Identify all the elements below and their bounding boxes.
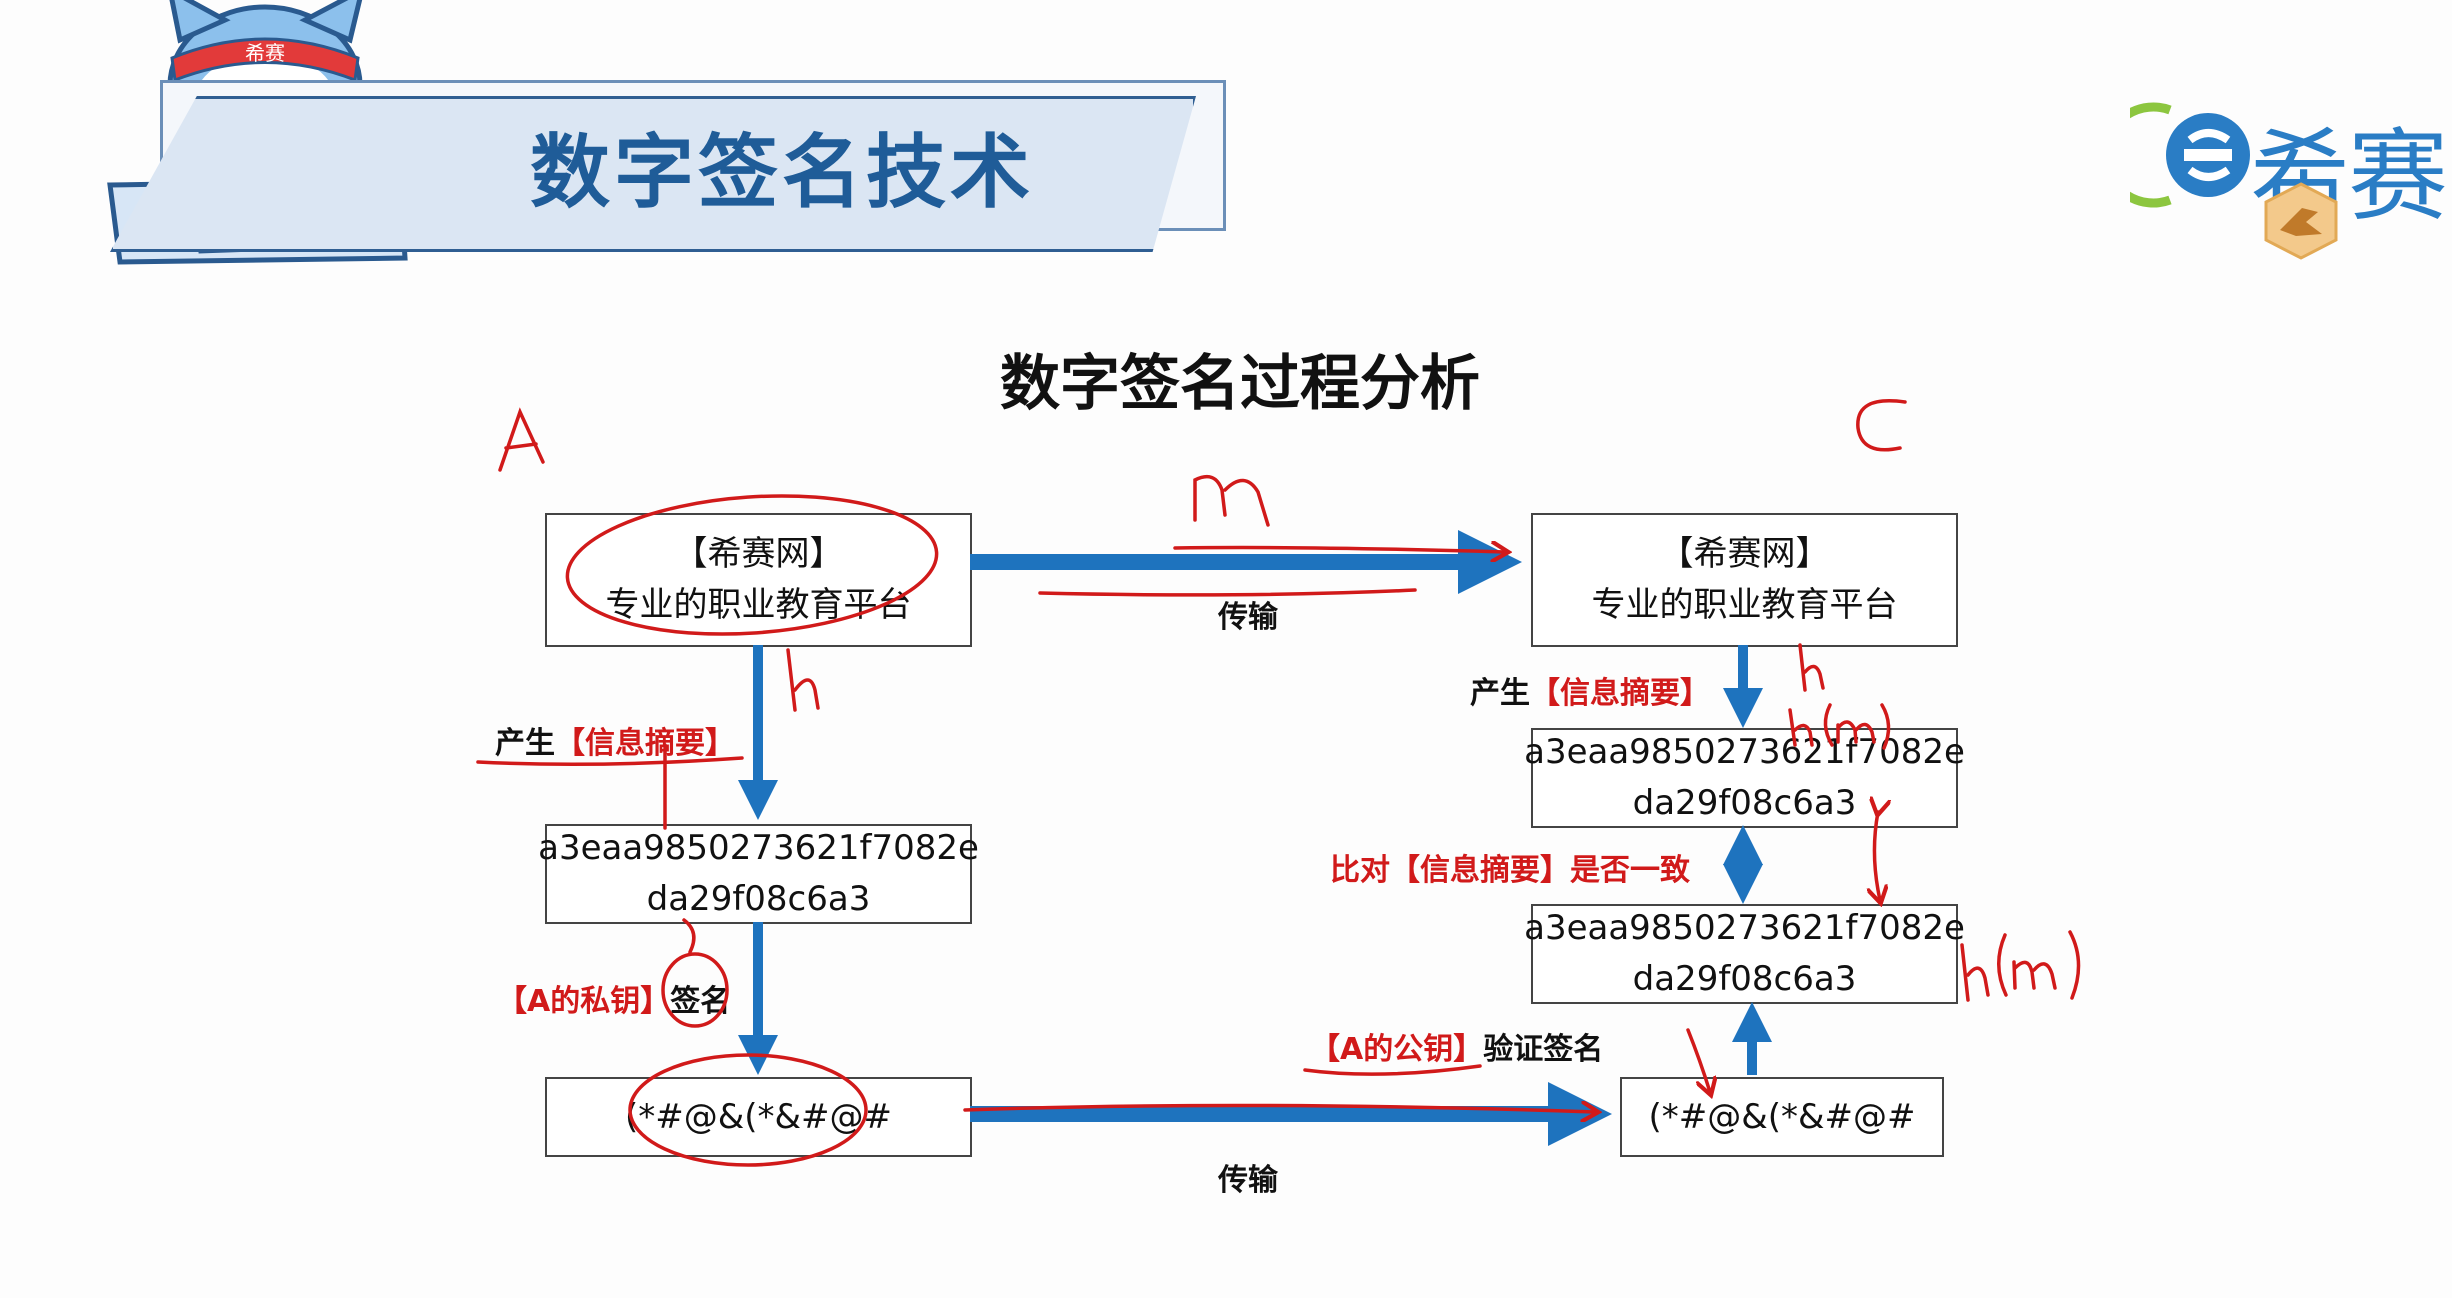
stroke-sign-link <box>682 918 696 954</box>
sender-produce-key: 【信息摘要】 <box>555 726 735 761</box>
hash-m-top-stroke <box>1788 703 1891 750</box>
pointer-receiver-signature <box>1686 1028 1710 1092</box>
sender-digest-box: a3eaa9850273621f7082e da29f08c6a3 <box>538 824 979 924</box>
sender-message-line2: 专业的职业教育平台 <box>605 585 912 625</box>
sender-message-box: 【希赛网】 专业的职业教育平台 <box>545 513 972 647</box>
compare-label: 比对【信息摘要】是否一致 <box>1330 845 1690 889</box>
letter-a-stroke <box>498 407 545 472</box>
diagram-title: 数字签名过程分析 <box>1000 349 1480 419</box>
sender-digest-line2: da29f08c6a3 <box>646 879 871 919</box>
compare-hand-arrow <box>1874 812 1880 900</box>
compare-suffix: 是否一致 <box>1570 853 1690 888</box>
underline-transmit-top <box>1173 548 1505 553</box>
receiver-produce-label: 产生【信息摘要】 <box>1470 668 1710 712</box>
receiver-digest-bottom-line1: a3eaa9850273621f7082e <box>1524 908 1965 948</box>
sender-message-line1: 【希赛网】 <box>673 534 844 574</box>
sender-produce-label: 产生【信息摘要】 <box>495 718 735 762</box>
circle-sign <box>661 952 729 1028</box>
bird-badge-icon <box>2264 182 2338 260</box>
underline-sender-produce <box>476 756 744 766</box>
underline-public-key <box>1303 1064 1482 1076</box>
underline-transmit-top-2 <box>1038 588 1417 597</box>
sender-signature-text: (*#@&(*&#@# <box>624 1096 893 1137</box>
compare-prefix: 比对 <box>1330 853 1390 888</box>
compare-key: 【信息摘要】 <box>1390 853 1570 888</box>
hash-m-right-stroke <box>1960 930 2081 1002</box>
transfer-label-bottom: 传输 <box>1218 1163 1278 1198</box>
letter-h-left-stroke <box>786 648 820 712</box>
underline-transmit-bottom <box>963 1105 1595 1112</box>
receiver-digest-top-line1: a3eaa9850273621f7082e <box>1524 732 1965 772</box>
receiver-digest-decrypted-box: a3eaa9850273621f7082e da29f08c6a3 <box>1524 904 1965 1004</box>
letter-c-stroke <box>1856 399 1907 452</box>
receiver-signature-box: (*#@&(*&#@# <box>1620 1077 1944 1157</box>
mascot-headband-text: 希赛 <box>245 41 285 65</box>
transfer-label-top: 传输 <box>1218 600 1278 635</box>
verify-label: 【A的公钥】验证签名 <box>1310 1024 1603 1068</box>
receiver-produce-key: 【信息摘要】 <box>1530 676 1710 711</box>
verify-label-suffix: 验证签名 <box>1483 1032 1604 1067</box>
title-banner <box>110 96 1196 252</box>
sender-produce-prefix: 产生 <box>495 726 555 761</box>
receiver-message-line1: 【希赛网】 <box>1659 534 1830 574</box>
receiver-digest-top-line2: da29f08c6a3 <box>1632 783 1857 823</box>
public-key-label: 【A的公钥】 <box>1310 1032 1484 1067</box>
xisai-logo-icon <box>2130 102 2250 208</box>
receiver-signature-text: (*#@&(*&#@# <box>1648 1096 1916 1137</box>
circle-sender-message <box>565 494 939 636</box>
letter-h-right-stroke <box>1798 643 1825 692</box>
private-key-label: 【A的私钥】 <box>497 984 671 1019</box>
receiver-digest-bottom-line2: da29f08c6a3 <box>1632 959 1857 999</box>
circle-sender-signature <box>628 1053 868 1167</box>
sender-digest-line1: a3eaa9850273621f7082e <box>538 828 979 868</box>
letter-m-stroke <box>1193 474 1270 527</box>
page-title: 数字签名技术 <box>530 126 1034 219</box>
receiver-message-line2: 专业的职业教育平台 <box>1591 585 1898 625</box>
receiver-produce-prefix: 产生 <box>1470 676 1530 711</box>
receiver-message-box: 【希赛网】 专业的职业教育平台 <box>1531 513 1958 647</box>
